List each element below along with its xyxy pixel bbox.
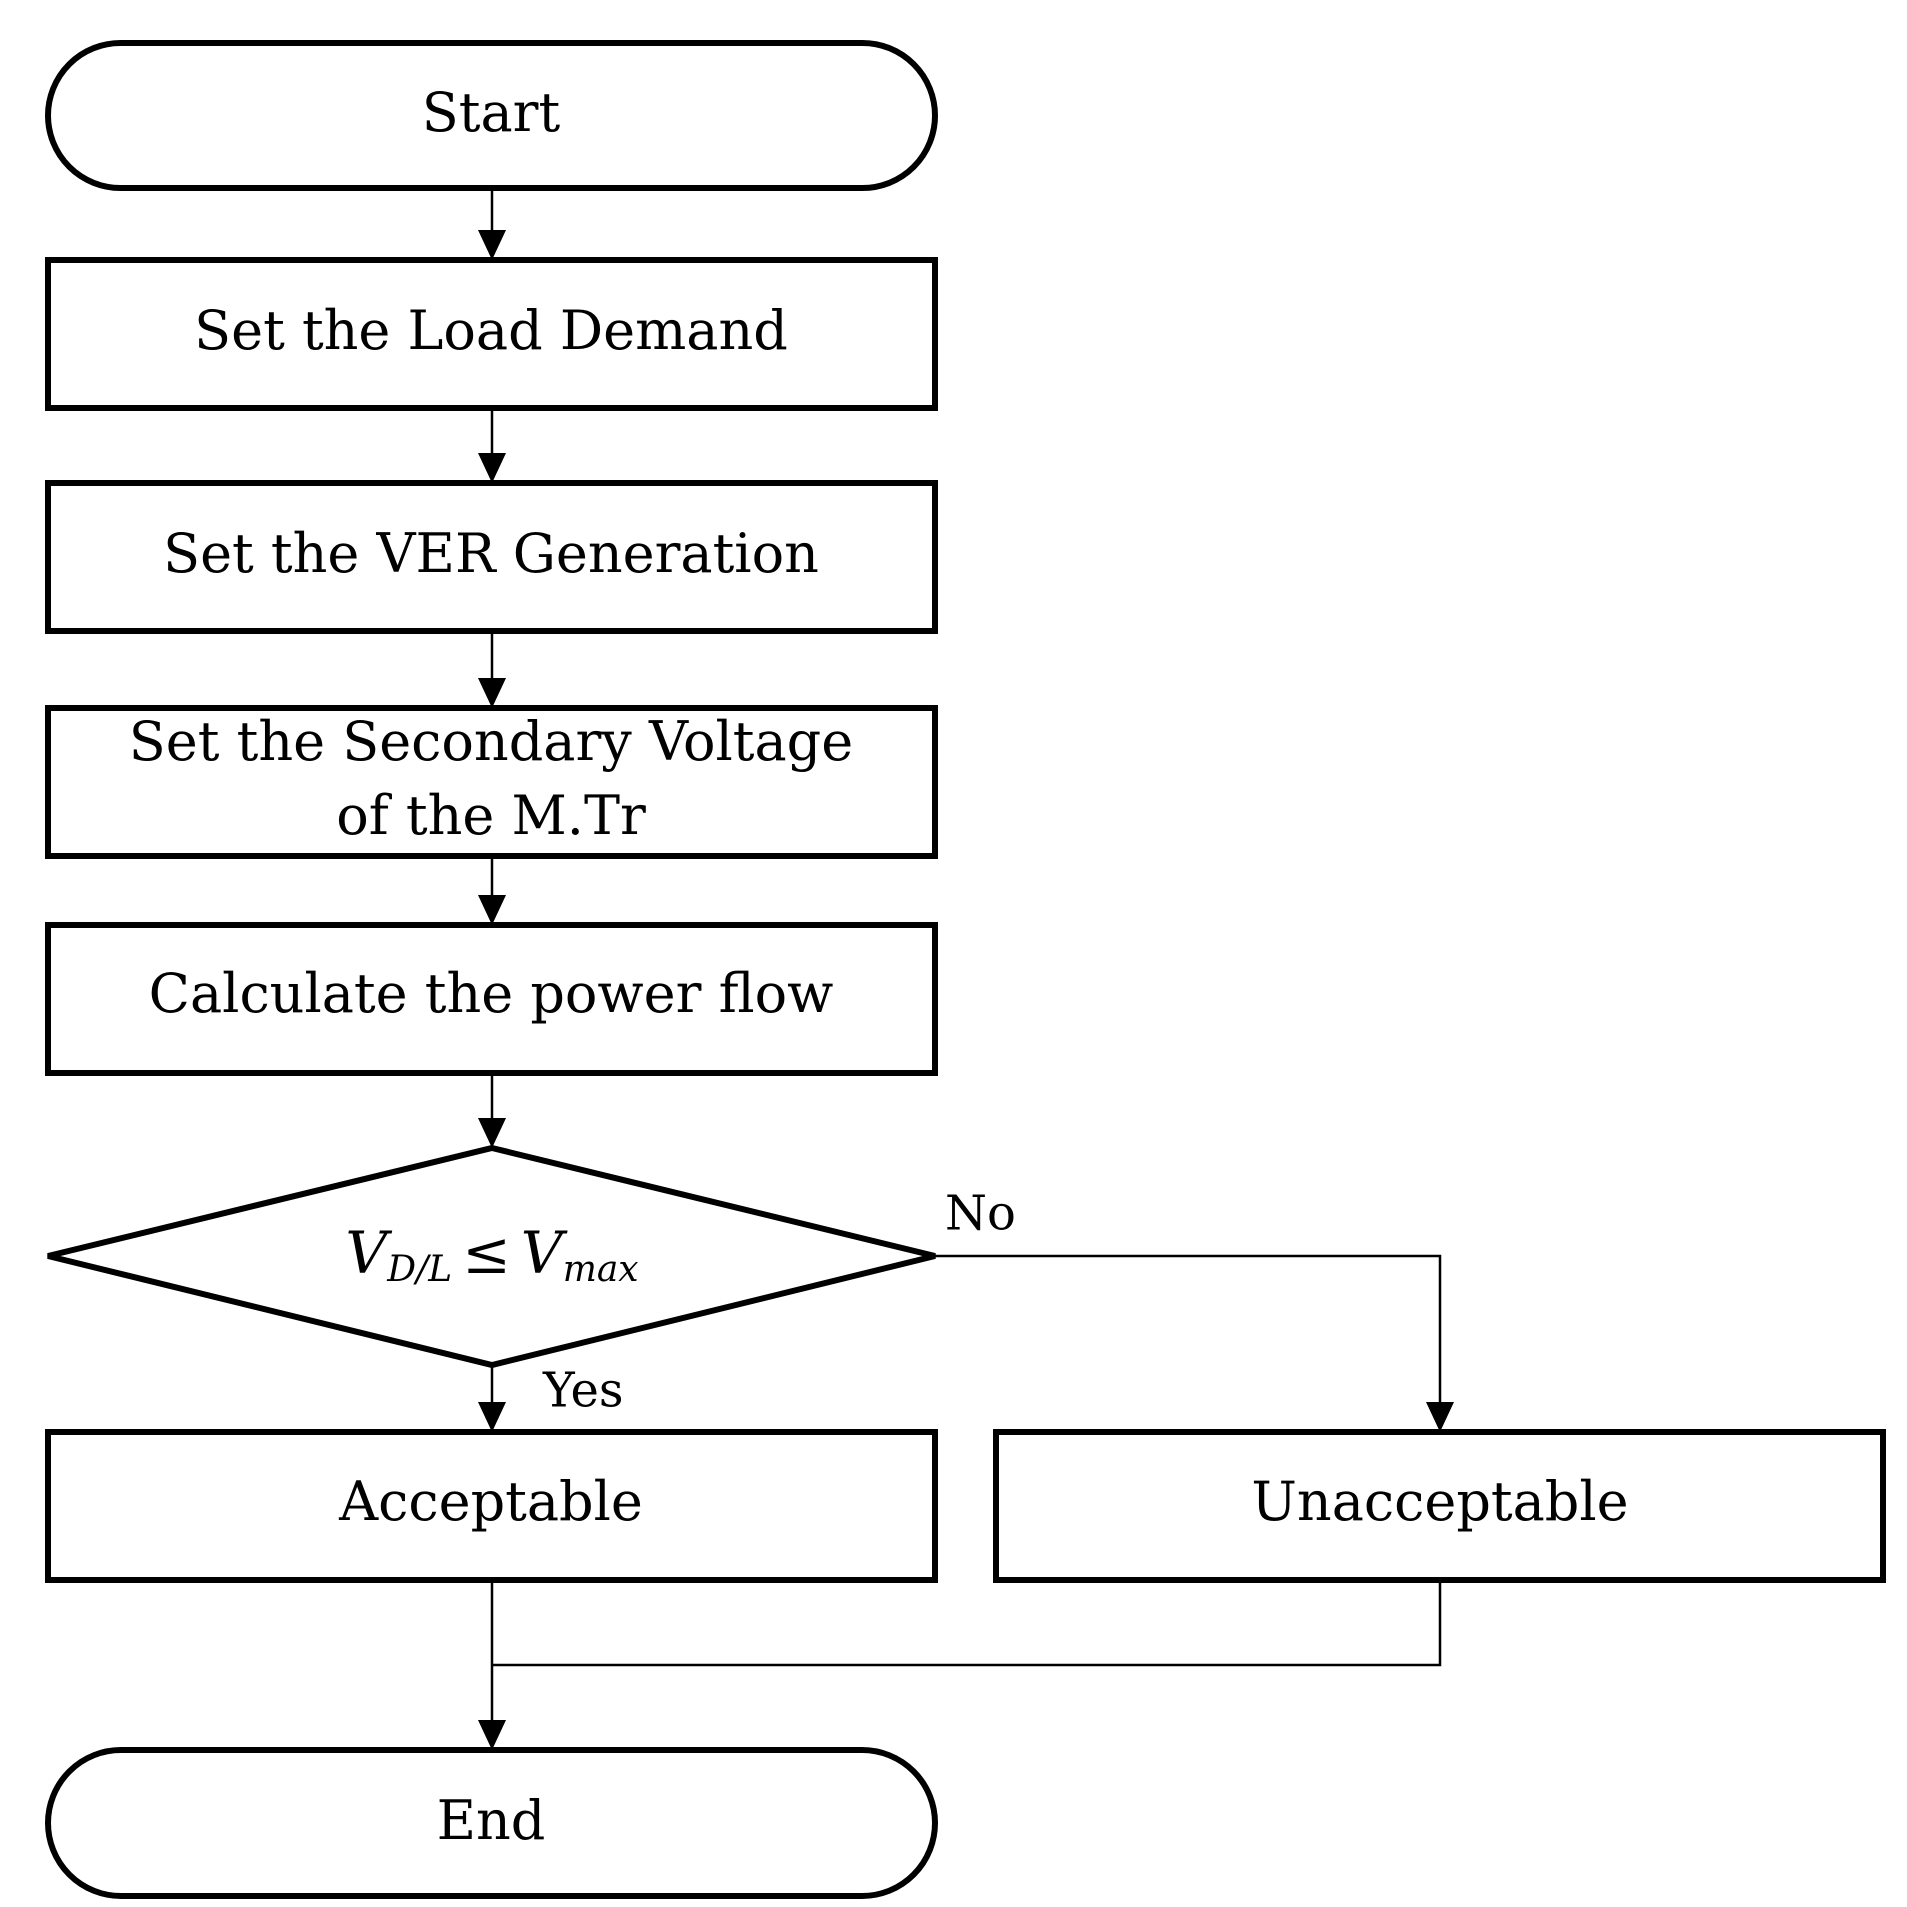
branch-label-yes: Yes: [542, 1363, 624, 1419]
process-box-secondary-voltage: [45, 705, 938, 859]
process-label-ver-generation: Set the VER Generation: [163, 522, 819, 585]
arrowhead-end: [478, 1720, 506, 1750]
result-label-unacceptable: Unacceptable: [1251, 1470, 1628, 1533]
arrowhead-ver: [478, 453, 506, 483]
process-set-load-demand: Set the Load Demand: [45, 257, 938, 411]
arrowhead-powerflow: [478, 895, 506, 925]
arrowhead-acceptable: [478, 1402, 506, 1432]
process-box-ver-generation: [45, 480, 938, 634]
arrowhead-decision: [478, 1118, 506, 1148]
process-label-secondary-voltage-line2: of the M.Tr: [336, 784, 646, 847]
process-label-load-demand: Set the Load Demand: [194, 299, 788, 362]
end-label: End: [437, 1789, 546, 1852]
start-node: Start: [45, 40, 938, 191]
process-box-load-demand: [45, 257, 938, 411]
end-node: End: [45, 1747, 938, 1899]
connector-unacceptable-to-merge: [492, 1580, 1442, 1667]
decision-v-symbol: V: [345, 1219, 392, 1287]
decision-v-subscript: D/L: [386, 1249, 452, 1290]
end-terminal-shape: [45, 1747, 938, 1899]
decision-vmax-symbol: V: [521, 1219, 568, 1287]
connector-no-to-unacceptable: [935, 1254, 1442, 1404]
arrowhead-voltage: [478, 678, 506, 708]
decision-condition: VD/L≤Vmax: [345, 1219, 638, 1290]
process-label-secondary-voltage-line1: Set the Secondary Voltage: [129, 710, 853, 773]
decision-voltage-check: VD/L≤Vmax: [47, 1144, 936, 1369]
decision-operator: ≤: [462, 1219, 511, 1287]
branch-label-no: No: [945, 1186, 1016, 1242]
process-calculate-power-flow: Calculate the power flow: [45, 922, 938, 1076]
decision-vmax-subscript: max: [563, 1249, 639, 1290]
start-label: Start: [422, 81, 561, 144]
process-set-secondary-voltage: Set the Secondary Voltage of the M.Tr: [45, 705, 938, 859]
result-label-acceptable: Acceptable: [338, 1470, 643, 1533]
arrowhead-load: [478, 230, 506, 260]
arrowhead-unacceptable: [1426, 1402, 1454, 1432]
result-acceptable: Acceptable: [45, 1429, 938, 1583]
process-set-ver-generation: Set the VER Generation: [45, 480, 938, 634]
result-unacceptable: Unacceptable: [993, 1429, 1886, 1583]
process-label-power-flow: Calculate the power flow: [149, 962, 834, 1025]
result-box-acceptable: [45, 1429, 938, 1583]
connectors: [478, 188, 1454, 1750]
